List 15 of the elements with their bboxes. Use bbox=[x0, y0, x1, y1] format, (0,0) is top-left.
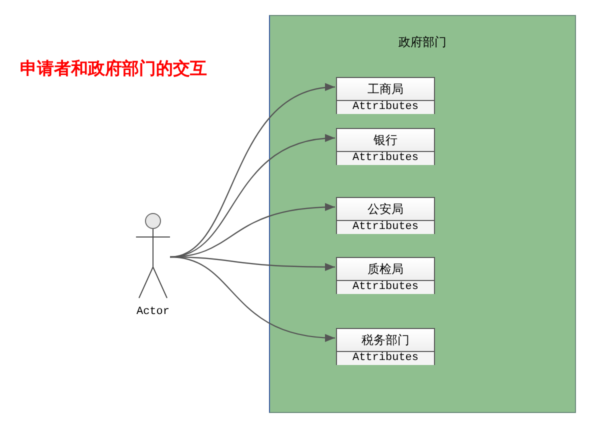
actor-label: Actor bbox=[136, 306, 170, 318]
attributes-compartment: Attributes bbox=[337, 351, 434, 365]
attributes-compartment: Attributes bbox=[337, 151, 434, 165]
boundary-label: 政府部门 bbox=[398, 34, 448, 51]
attributes-compartment: Attributes bbox=[337, 280, 434, 294]
diagram-title: 申请者和政府部门的交互 bbox=[20, 58, 207, 80]
attributes-compartment: Attributes bbox=[337, 100, 434, 114]
class-box bbox=[336, 77, 435, 114]
class-box bbox=[336, 128, 435, 165]
system-boundary bbox=[269, 15, 576, 413]
class-box bbox=[336, 197, 435, 234]
class-box bbox=[336, 328, 435, 365]
attributes-compartment: Attributes bbox=[337, 220, 434, 234]
class-box bbox=[336, 257, 435, 294]
association-arrow bbox=[170, 256, 336, 342]
